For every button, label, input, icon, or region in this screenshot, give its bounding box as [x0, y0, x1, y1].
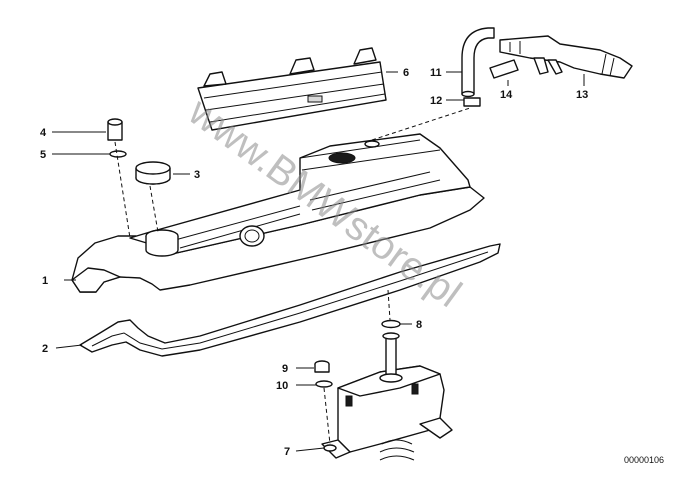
cylinder-head-cover-part[interactable] [71, 133, 485, 293]
assembly-guide-lines [114, 107, 471, 445]
callout-13: 13 [576, 89, 588, 101]
screw-part[interactable] [314, 360, 330, 373]
callout-1: 1 [42, 275, 48, 287]
grommet-part[interactable] [381, 319, 401, 329]
callout-14: 14 [500, 89, 513, 101]
cable-guide-part[interactable] [197, 47, 387, 131]
callout-4: 4 [40, 127, 47, 139]
callout-3: 3 [194, 169, 200, 181]
document-number: 00000106 [624, 455, 664, 465]
washer-part[interactable] [315, 380, 333, 388]
callout-5: 5 [40, 149, 46, 161]
callout-7: 7 [284, 446, 290, 458]
callout-2: 2 [42, 343, 48, 355]
callout-12: 12 [430, 95, 442, 107]
hose-part[interactable] [461, 27, 495, 98]
oil-filler-cap-part[interactable] [135, 161, 171, 185]
callout-9: 9 [282, 363, 288, 375]
oil-separator-bracket-part[interactable] [321, 332, 453, 461]
connector-part[interactable] [499, 35, 633, 79]
seal-ring-part[interactable] [109, 150, 127, 158]
clamp-part[interactable] [463, 97, 481, 107]
callout-8: 8 [416, 319, 422, 331]
callout-10: 10 [276, 380, 288, 392]
callout-6: 6 [403, 67, 409, 79]
callout-11: 11 [430, 67, 442, 79]
leader-lines [52, 71, 585, 452]
callouts: 1 2 3 4 5 6 7 8 9 10 11 12 13 14 [40, 67, 588, 458]
cap-fitting-part[interactable] [107, 118, 123, 141]
gasket-part[interactable] [79, 243, 501, 357]
tube-part[interactable] [489, 59, 519, 79]
